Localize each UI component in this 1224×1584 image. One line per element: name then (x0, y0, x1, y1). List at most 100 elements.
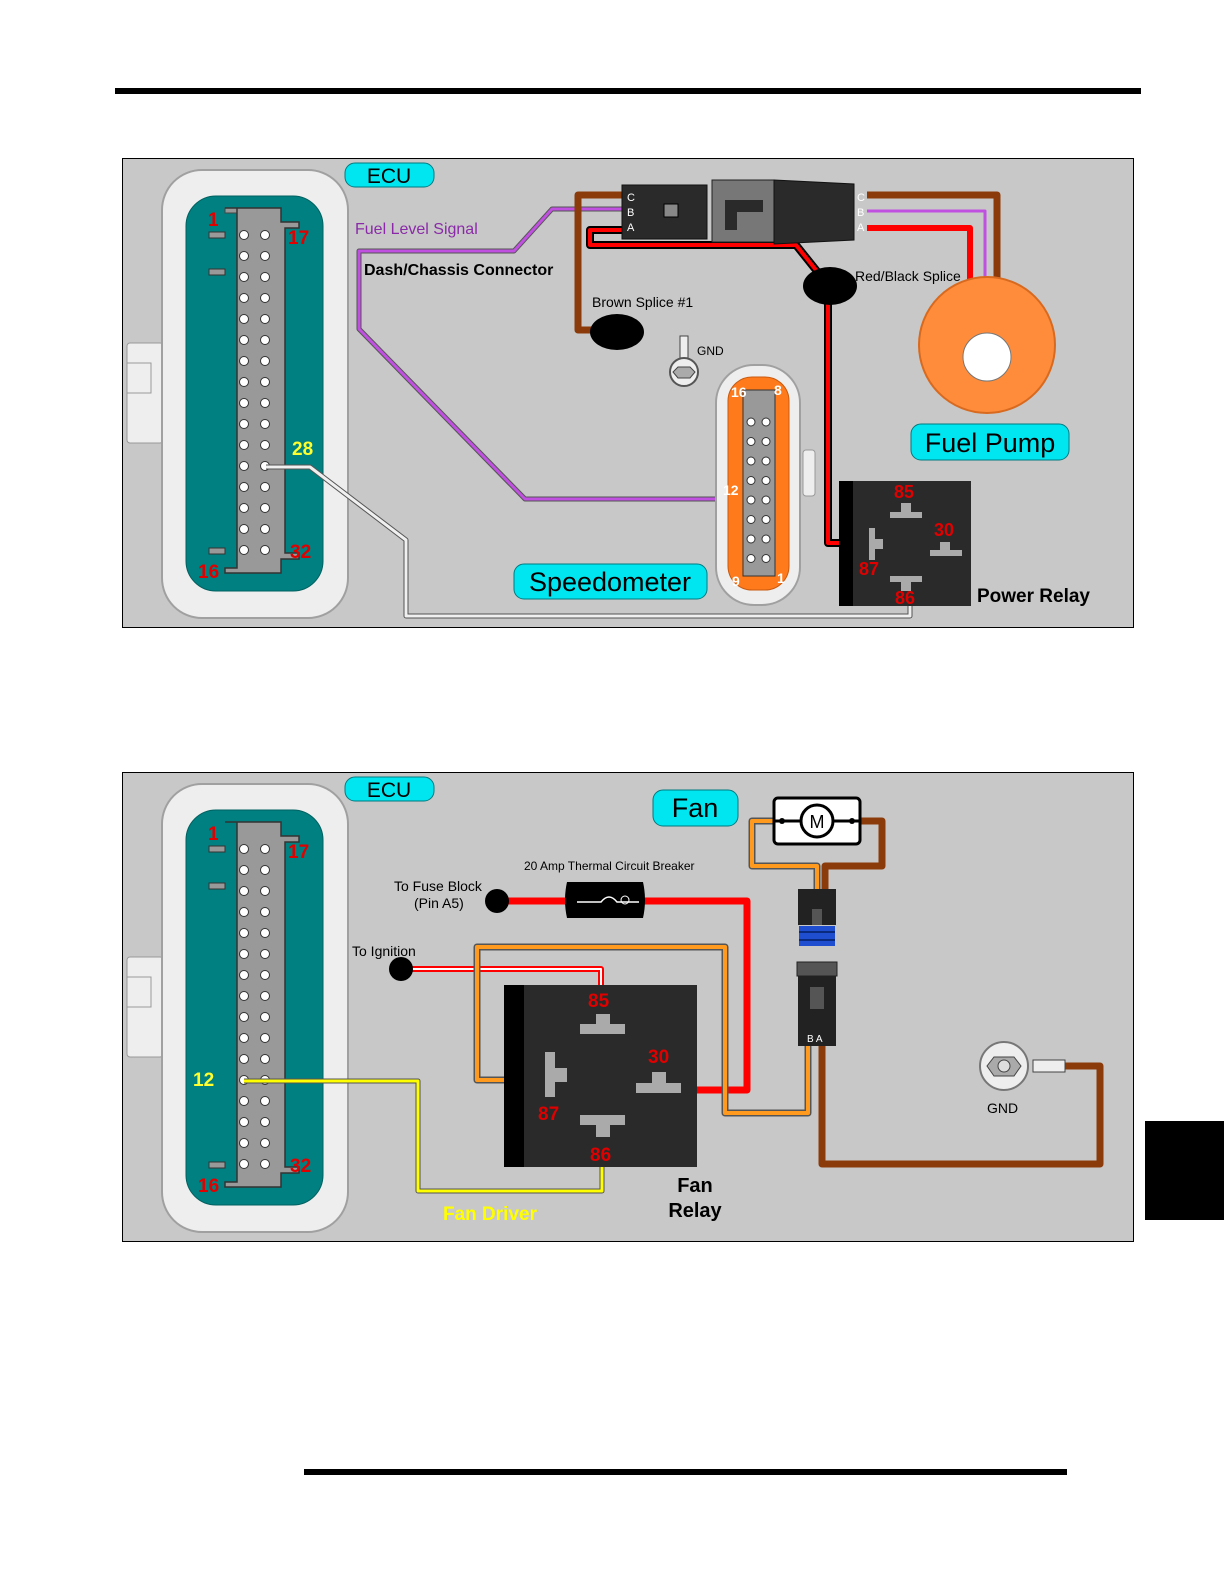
gnd-label: GND (987, 1100, 1018, 1116)
header-rule (115, 88, 1141, 94)
connector-pin (240, 357, 249, 366)
connector-pin (240, 1160, 249, 1169)
connector-pin (261, 483, 270, 492)
connector-pin (240, 483, 249, 492)
speedo-pin-12-label: 12 (723, 482, 739, 498)
connector-pin (762, 496, 770, 504)
fan-relay-pin-85: 85 (588, 991, 610, 1012)
connector-pin (240, 294, 249, 303)
fuse-block-terminal (485, 889, 509, 913)
connector-pin (261, 231, 270, 240)
brown-splice-label: Brown Splice #1 (592, 294, 693, 310)
connector-left-pin-c: C (627, 192, 635, 204)
connector-pin (240, 1013, 249, 1022)
fan-relay-label-line1: Fan (677, 1175, 713, 1197)
fan-relay-pin-30: 30 (648, 1047, 669, 1068)
connector-pin (261, 525, 270, 534)
connector-pin (240, 462, 249, 471)
connector-pin (747, 438, 755, 446)
fan-connector (797, 889, 837, 1046)
connector-pin (261, 294, 270, 303)
connector-pin (240, 252, 249, 261)
ecu-pin-32-label: 32 (290, 542, 311, 563)
gnd-label: GND (697, 344, 724, 358)
to-fuse-block-label: To Fuse Block (394, 878, 483, 894)
fan-relay-pin-86: 86 (590, 1145, 611, 1166)
connector-pin (261, 273, 270, 282)
connector-pin (261, 420, 270, 429)
fan-label: Fan (672, 793, 719, 823)
connector-pin (261, 1055, 270, 1064)
ecu-label: ECU (367, 165, 411, 188)
connector-pin (240, 378, 249, 387)
connector-pin (261, 992, 270, 1001)
connector-pin (747, 457, 755, 465)
ecu-pin-28-label: 28 (292, 439, 313, 460)
connector-pin (261, 441, 270, 450)
dash-chassis-connector-label: Dash/Chassis Connector (364, 262, 553, 279)
fuel-level-signal-label: Fuel Level Signal (355, 221, 478, 238)
breaker-label: 20 Amp Thermal Circuit Breaker (524, 859, 695, 873)
connector-pin (762, 457, 770, 465)
connector-pin (261, 315, 270, 324)
motor-symbol: M (810, 812, 825, 832)
red-black-splice-label: Red/Black Splice (855, 268, 961, 284)
connector-pin (240, 866, 249, 875)
connector-pin (240, 971, 249, 980)
ecu-pin-17-label: 17 (288, 228, 309, 249)
power-relay-pin-85: 85 (894, 482, 914, 502)
ecu-pin-16-label: 16 (198, 1176, 219, 1197)
dash-chassis-connector (622, 180, 854, 244)
connector-pin (240, 887, 249, 896)
connector-pin (240, 336, 249, 345)
fan-relay-pin-87: 87 (538, 1104, 559, 1125)
speedo-pin-9-label: 9 (732, 573, 740, 589)
power-relay-pin-87: 87 (859, 559, 879, 579)
speedo-pin-16-label: 16 (731, 384, 747, 400)
ecu-pin-17-label: 17 (288, 842, 309, 863)
ecu-pin-1-label: 1 (208, 824, 219, 845)
connector-pin (240, 845, 249, 854)
connector-pin (240, 525, 249, 534)
connector-pin (261, 1034, 270, 1043)
connector-pin (762, 535, 770, 543)
ecu-pin-1-label: 1 (208, 210, 219, 231)
chapter-tab (1145, 1121, 1224, 1220)
connector-pin (240, 504, 249, 513)
power-relay-pin-86: 86 (895, 588, 915, 608)
connector-pin (261, 866, 270, 875)
connector-pin (240, 1118, 249, 1127)
connector-pin (261, 546, 270, 555)
connector-left-pin-b: B (627, 207, 634, 219)
fuel-pump-label: Fuel Pump (925, 428, 1056, 458)
power-relay-pin-30: 30 (934, 520, 954, 540)
fan-relay-label-line2: Relay (668, 1200, 722, 1222)
connector-pin (261, 1160, 270, 1169)
connector-pin (240, 546, 249, 555)
ignition-terminal (389, 957, 413, 981)
circuit-breaker-icon (565, 882, 645, 918)
connector-pin (261, 845, 270, 854)
speedo-pin-1-label: 1 (777, 570, 785, 586)
ecu-label: ECU (367, 779, 411, 802)
connector-left-pin-a: A (627, 222, 635, 234)
connector-pin (261, 971, 270, 980)
connector-pin (747, 516, 755, 524)
connector-right-pin-a: A (857, 222, 865, 234)
connector-pin (261, 1139, 270, 1148)
fan-wiring-diagram: 1 17 16 32 12 ECU Fan M (122, 772, 1134, 1242)
connector-pin (747, 418, 755, 426)
connector-pin (762, 477, 770, 485)
connector-pin (240, 1034, 249, 1043)
connector-pin (240, 1097, 249, 1106)
connector-pin (747, 496, 755, 504)
speedometer-label: Speedometer (529, 567, 691, 597)
connector-pin (240, 929, 249, 938)
speedo-pin-8-label: 8 (774, 382, 782, 398)
connector-pin (240, 992, 249, 1001)
connector-pin (261, 357, 270, 366)
connector-pin (240, 399, 249, 408)
ecu-pin-16-label: 16 (198, 562, 219, 583)
connector-pin (261, 378, 270, 387)
connector-pin (240, 1139, 249, 1148)
